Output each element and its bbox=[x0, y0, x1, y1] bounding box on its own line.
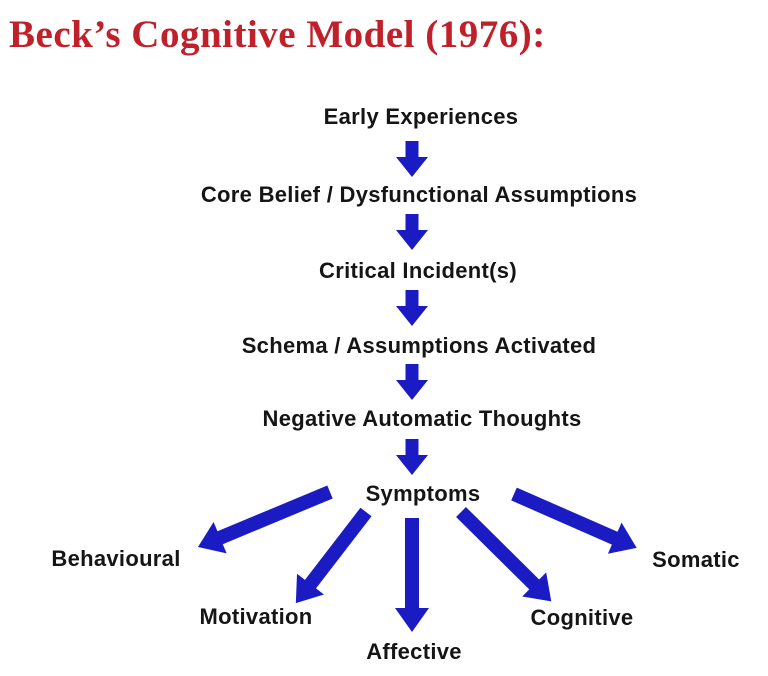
down-arrow-5 bbox=[396, 439, 428, 475]
flow-step-symptoms: Symptoms bbox=[365, 481, 481, 506]
branch-label-behavioural: Behavioural bbox=[51, 546, 181, 571]
branch-label-cognitive: Cognitive bbox=[530, 605, 634, 630]
arrow-to-somatic bbox=[511, 487, 637, 554]
down-arrow-3 bbox=[396, 290, 428, 326]
flow-step-critical-incidents: Critical Incident(s) bbox=[319, 258, 517, 283]
arrow-to-cognitive bbox=[456, 507, 552, 602]
arrow-to-behavioural bbox=[197, 485, 333, 554]
flow-step-negative-automatic-thoughts: Negative Automatic Thoughts bbox=[262, 406, 582, 431]
flow-step-schema-assumptions-activated: Schema / Assumptions Activated bbox=[241, 333, 597, 358]
arrow-to-affective bbox=[395, 518, 429, 632]
branch-label-affective: Affective bbox=[366, 639, 462, 664]
down-arrow-2 bbox=[396, 214, 428, 250]
flow-step-early-experiences: Early Experiences bbox=[323, 104, 519, 129]
arrow-to-motivation bbox=[295, 507, 372, 604]
down-arrow-4 bbox=[396, 364, 428, 400]
down-arrow-1 bbox=[396, 141, 428, 177]
diagram-title: Beck’s Cognitive Model (1976): bbox=[9, 13, 546, 56]
branch-label-somatic: Somatic bbox=[652, 547, 740, 572]
flow-step-core-belief-dysfunctional-assumptions: Core Belief / Dysfunctional Assumptions bbox=[200, 182, 638, 207]
branch-label-motivation: Motivation bbox=[199, 604, 313, 629]
